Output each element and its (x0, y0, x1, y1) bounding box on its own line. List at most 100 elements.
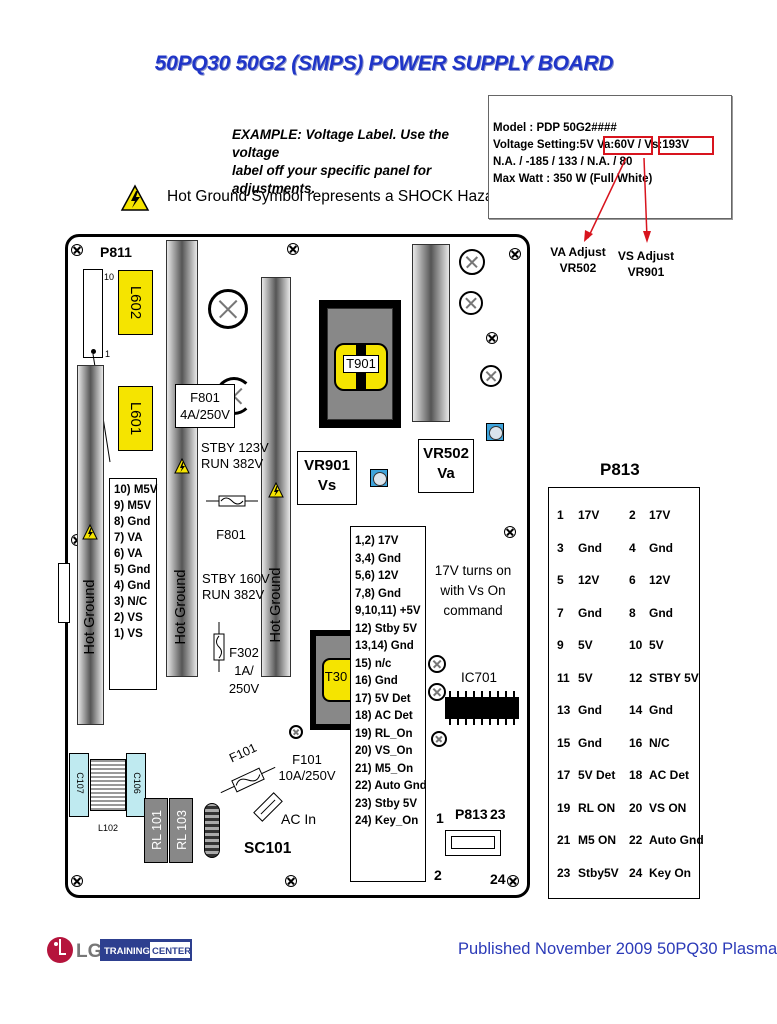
choke-l102 (90, 759, 126, 811)
p811-label: P811 (100, 244, 132, 260)
l102-label: L102 (97, 823, 119, 833)
p813-pin-number: 12 (629, 670, 643, 685)
example-note: EXAMPLE: Voltage Label. Use the voltage … (232, 126, 492, 198)
p813-pin-signal: 5V (649, 638, 664, 652)
example-line-1: EXAMPLE: Voltage Label. Use the voltage (232, 127, 450, 160)
power-supply-board: P811 10 1 L602 L601 Hot Ground Hot Groun… (58, 234, 530, 898)
side-connector (58, 563, 70, 623)
vs-arrow-head (643, 231, 651, 243)
p813-pin-signal: 12V (578, 573, 600, 587)
t901-label: T901 (343, 355, 379, 373)
p813-pin-number: 4 (629, 540, 636, 555)
p813-pin-signal: Key On (649, 865, 692, 880)
p813-pin-signal: 5V (578, 638, 593, 652)
capacitor (208, 289, 248, 329)
p813-connector-pin-2: 2 (434, 867, 442, 883)
p813-pin-signal: RL ON (578, 800, 616, 815)
lg-training-center-logo: LG TRAINING CENTER (47, 937, 192, 963)
logo-lg-text: LG (76, 941, 102, 962)
p811-pin-1: 1 (105, 349, 111, 359)
screw-icon (285, 875, 297, 887)
label-vs-value: Vs:193V (644, 139, 690, 151)
relay-rl101: RL 101 (144, 798, 168, 863)
hot-ground-bar-3 (261, 277, 291, 677)
p813-pin-number: 6 (629, 573, 636, 587)
hot-ground-bar-1 (77, 365, 104, 725)
p813-pin-signal: 12V (649, 573, 671, 587)
p813-pin-signal: 5V Det (578, 768, 616, 782)
p813-pin-number: 2 (629, 508, 636, 522)
fuse-f101-icon (220, 766, 276, 794)
va-highlight (603, 136, 653, 155)
va-arrow-line (587, 157, 627, 239)
p813-pin-signal: M5 ON (578, 833, 617, 847)
p813-connector-pin-24: 24 (490, 871, 506, 887)
label-na: N.A. / -185 / 133 / N.A. / 80 (493, 156, 633, 168)
p813-connector-label: P813 (455, 806, 488, 822)
p813-table-title: P813 (600, 460, 640, 479)
p811-pin-10: 10 (104, 272, 115, 282)
p813-pin-signal: STBY 5V (649, 670, 699, 685)
transformer-t301 (310, 630, 350, 730)
hazard-warning-icon (268, 481, 284, 498)
screw-icon (507, 875, 519, 887)
hot-ground-bar-right (412, 244, 450, 422)
p813-pin-number: 3 (557, 540, 564, 555)
capacitor (431, 731, 447, 747)
vr502-potentiometer[interactable] (486, 423, 504, 441)
footer-published: Published November 2009 50PQ30 Plasma (458, 940, 777, 958)
p813-pin-number: 11 (557, 670, 570, 685)
relay-rl103: RL 103 (169, 798, 193, 863)
capacitor (428, 655, 446, 673)
capacitor (459, 291, 483, 315)
vr901-potentiometer[interactable] (370, 469, 388, 487)
ac-inlet-connector (253, 792, 283, 822)
p813-pin-signal: Stby5V (578, 865, 619, 880)
p813-pin-signal: Gnd (649, 540, 673, 555)
p813-pin-number: 7 (557, 605, 564, 620)
p813-pin-signal: Gnd (578, 735, 602, 750)
screw-icon (509, 248, 521, 260)
hot-ground-label-2: Hot Ground (173, 569, 189, 645)
sc101-label: SC101 (244, 840, 292, 857)
p813-pin-number: 23 (557, 865, 571, 880)
p811-connector (83, 269, 103, 358)
p813-pin-number: 20 (629, 800, 643, 815)
hot-ground-label-3: Hot Ground (268, 567, 284, 643)
fuse-f801-label: F801 (216, 527, 246, 542)
p813-pin-signal: Gnd (578, 703, 602, 717)
capacitor (480, 365, 502, 387)
label-model: Model : PDP 50G2#### (493, 122, 617, 134)
p813-pin-number: 8 (629, 605, 636, 620)
example-line-2: label off your specific panel for adjust… (232, 163, 432, 196)
screw-icon (504, 526, 516, 538)
fuse-f302-icon (213, 622, 225, 672)
screw-icon (71, 244, 83, 256)
p813-pin-number: 15 (557, 735, 571, 750)
logo-training-text: TRAINING (104, 946, 150, 957)
capacitor-c107: C107 (69, 753, 89, 817)
hazard-warning-icon (174, 457, 190, 474)
p813-pin-signal: Gnd (578, 605, 602, 620)
capacitor-c106: C106 (126, 753, 146, 817)
p813-connector-pin-23: 23 (490, 806, 506, 822)
p813-connector-body (445, 830, 501, 856)
p813-pin-number: 19 (557, 800, 571, 815)
label-voltage-setting: Voltage Setting:5V Va:60V / Vs:193V (493, 139, 690, 151)
coil-l601: L601 (118, 386, 153, 451)
p813-pin-number: 5 (557, 573, 564, 587)
screw-icon (287, 243, 299, 255)
page-title: 50PQ30 50G2 (SMPS) POWER SUPPLY BOARD (154, 52, 614, 75)
vs-highlight (658, 136, 714, 155)
p813-pin-number: 22 (629, 833, 643, 847)
p813-pin-number: 24 (629, 865, 643, 880)
adjust-arrows (584, 157, 651, 243)
p813-pin-number: 13 (557, 703, 571, 717)
